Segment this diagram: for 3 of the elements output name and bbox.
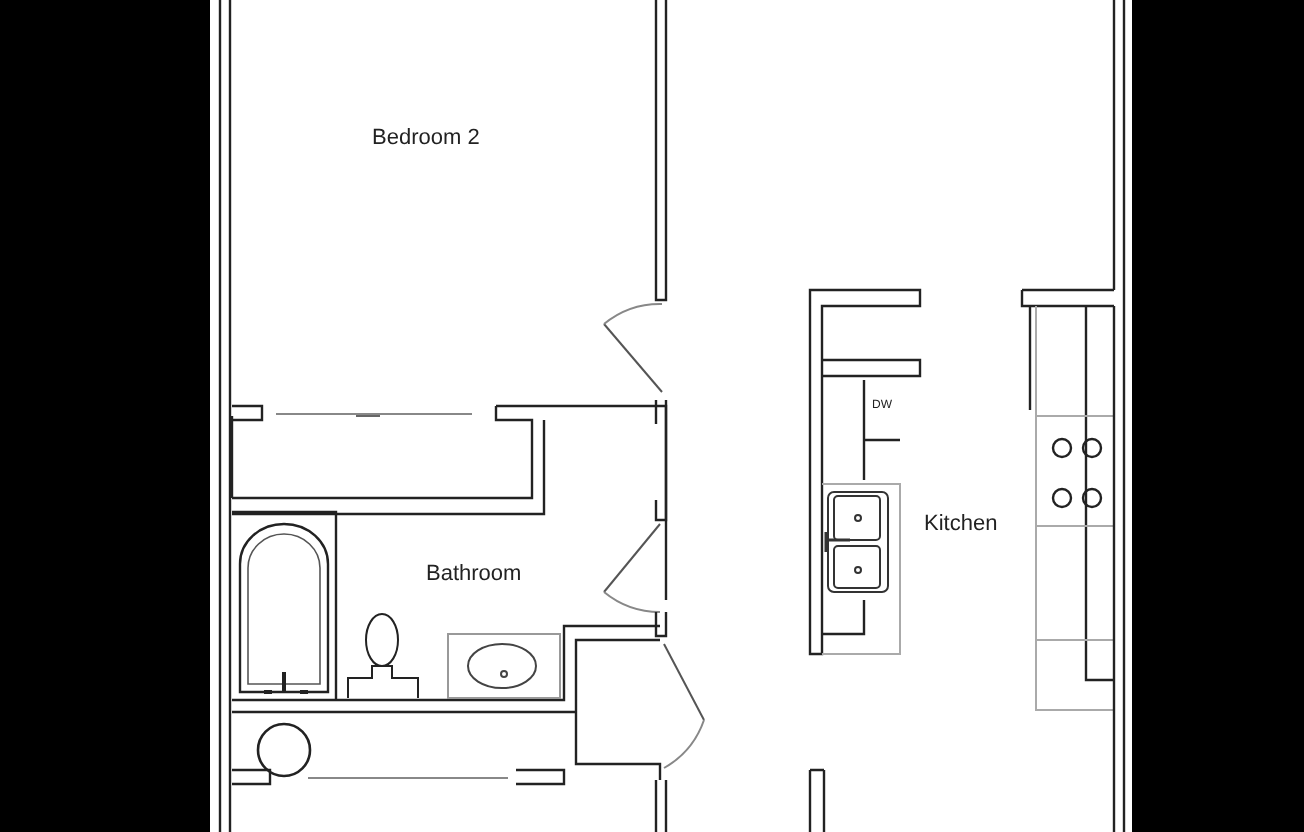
- room-label: Kitchen: [924, 514, 998, 536]
- room-label: Bathroom: [426, 564, 522, 586]
- room-label: Bedroom 2: [372, 128, 480, 150]
